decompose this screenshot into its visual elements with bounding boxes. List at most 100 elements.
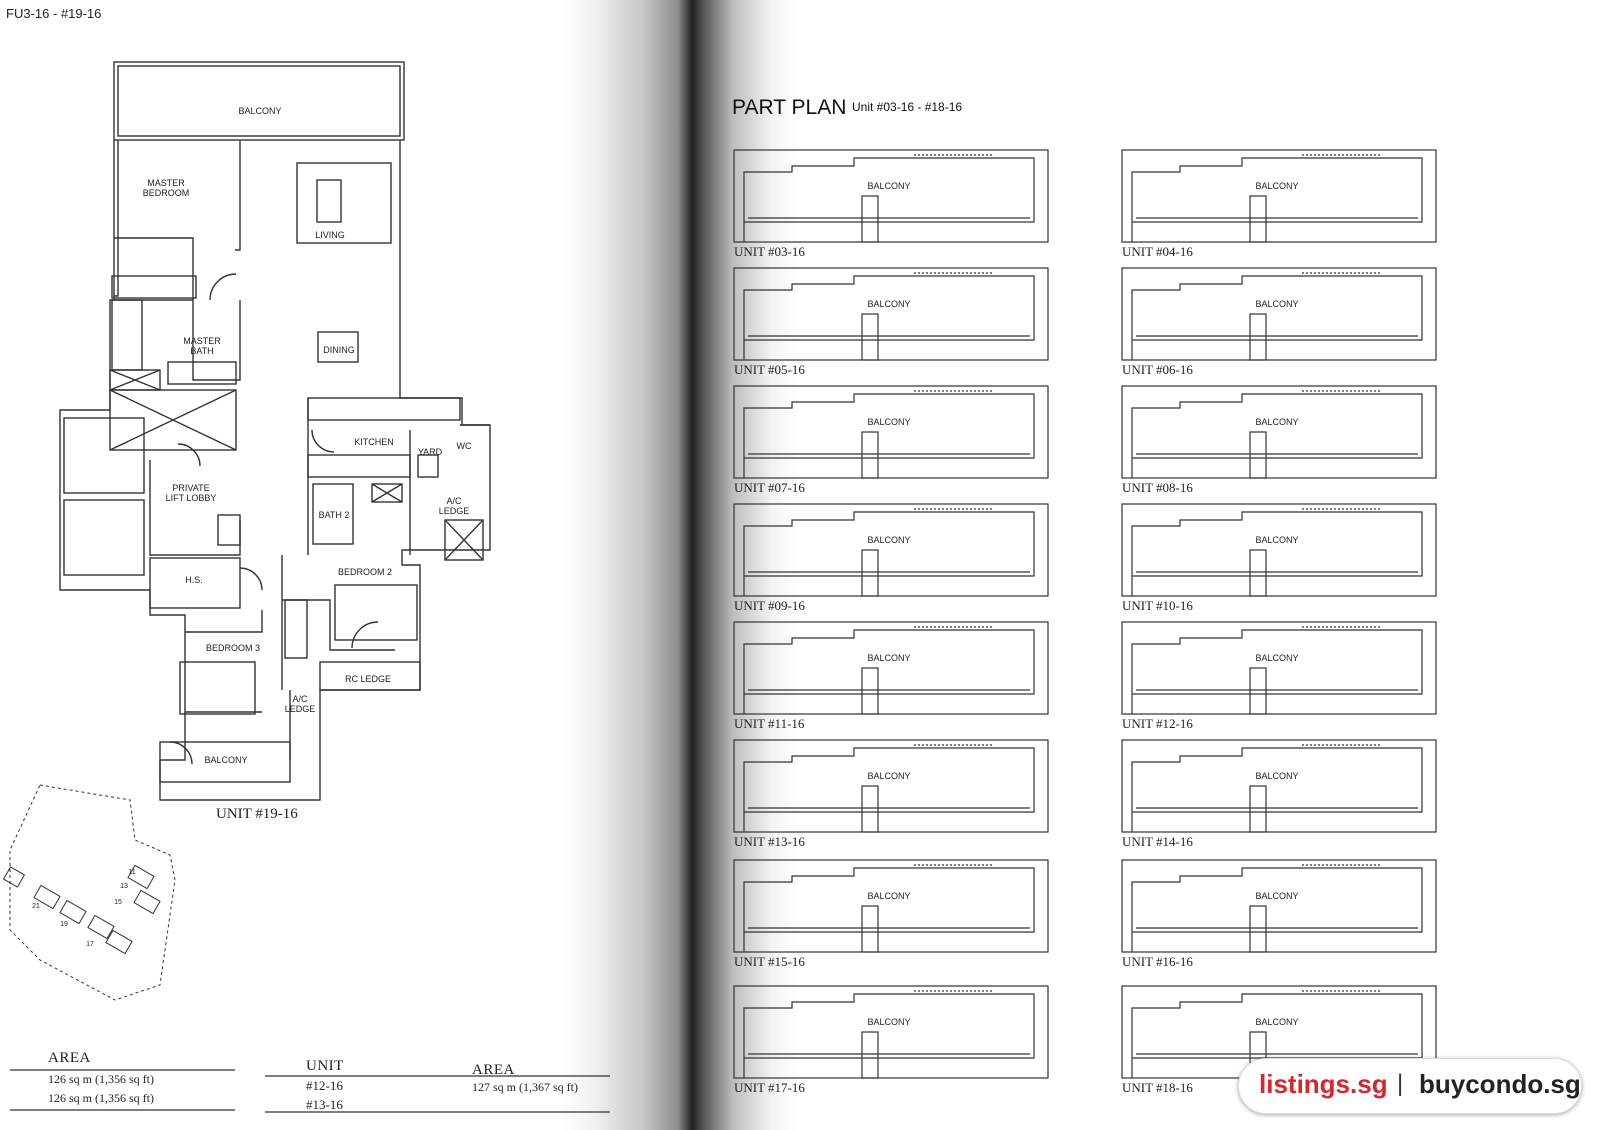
part-plan-line (1249, 431, 1267, 479)
floorplan-caption: UNIT #19-16 (216, 806, 298, 822)
area-table-right-unit: #13-16 (306, 1097, 343, 1111)
area-table-left-header: AREA (48, 1050, 91, 1066)
part-plan-subtitle: Unit #03-16 - #18-16 (852, 100, 963, 114)
keyplan-number: 19 (60, 921, 68, 928)
part-plan-balcony-label: BALCONY (867, 771, 911, 781)
room-label-master-bedroom: MASTER BEDROOM (142, 178, 190, 198)
part-plan-balcony-label: BALCONY (1255, 1017, 1299, 1027)
part-plan-balcony-label: BALCONY (1255, 299, 1299, 309)
part-plan-line (733, 267, 1049, 361)
part-plan-line (743, 157, 1035, 242)
part-plan-balcony-label: BALCONY (1255, 535, 1299, 545)
part-plan-line (743, 629, 1035, 714)
room-label-wc: WC (456, 441, 472, 451)
part-plan-balcony-label: BALCONY (867, 417, 911, 427)
room-label-ac-ledge-left: A/C LEDGE (284, 694, 316, 714)
unit-19-16-outline (59, 61, 491, 801)
part-plan-unit-caption: UNIT #13-16 (734, 834, 805, 849)
watermark-brand-listings: listings.sg (1259, 1069, 1388, 1099)
part-plan-line (1131, 157, 1423, 242)
part-plan-line (861, 667, 879, 715)
book-gutter-shadow (560, 0, 800, 1130)
part-plan-line (861, 549, 879, 597)
part-plan-line (733, 149, 1049, 243)
room-label-living: LIVING (315, 230, 345, 240)
room-label-hs: H.S. (185, 575, 203, 585)
part-plan-unit-caption: UNIT #06-16 (1122, 362, 1193, 377)
area-table-right-area: 127 sq m (1,367 sq ft) (472, 1080, 578, 1094)
room-label-balcony-top: BALCONY (238, 106, 282, 116)
part-plan-unit-caption: UNIT #14-16 (1122, 834, 1193, 849)
part-plan-balcony-label: BALCONY (1255, 181, 1299, 191)
part-plan-line (1121, 621, 1437, 715)
part-plan-unit-caption: UNIT #03-16 (734, 244, 805, 259)
keyplan-number: 17 (86, 941, 94, 948)
room-label-yard: YARD (417, 447, 443, 457)
part-plan-line (1249, 667, 1267, 715)
header-partial-text: FU3-16 - #19-16 (6, 6, 102, 21)
part-plan-balcony-label: BALCONY (867, 535, 911, 545)
part-plan-line (1131, 275, 1423, 360)
area-table-right-unit: #12-16 (306, 1078, 343, 1093)
part-plan-balcony-label: BALCONY (1255, 653, 1299, 663)
part-plan-unit-caption: UNIT #12-16 (1122, 716, 1193, 731)
room-label-dining: DINING (323, 345, 355, 355)
part-plan-line (861, 431, 879, 479)
part-plan-unit-caption: UNIT #08-16 (1122, 480, 1193, 495)
part-plan-balcony-label: BALCONY (1255, 417, 1299, 427)
area-table-right-header-area: AREA (472, 1062, 515, 1078)
part-plan-line (1121, 149, 1437, 243)
room-label-ac-ledge-right: A/C LEDGE (438, 496, 470, 516)
room-label-bedroom-2: BEDROOM 2 (337, 567, 392, 577)
part-plan-line (1121, 859, 1437, 953)
part-plan-unit-caption: UNIT #11-16 (734, 716, 805, 731)
part-plan-unit-caption: UNIT #16-16 (1122, 954, 1193, 969)
part-plan-line (1249, 785, 1267, 833)
part-plan-balcony-label: BALCONY (867, 1017, 911, 1027)
part-plan-line (1249, 195, 1267, 243)
room-label-rc-ledge: RC LEDGE (344, 674, 391, 684)
part-plan-balcony-label: BALCONY (867, 299, 911, 309)
part-plan-line (861, 785, 879, 833)
part-plan-unit-caption: UNIT #04-16 (1122, 244, 1193, 259)
part-plan-boxes (733, 149, 1437, 1079)
part-plan-line (861, 195, 879, 243)
part-plan-balcony-label: BALCONY (867, 891, 911, 901)
area-table-left-row: 126 sq m (1,356 sq ft) (48, 1072, 154, 1086)
part-plan-line (1131, 511, 1423, 596)
part-plan-line (733, 503, 1049, 597)
part-plan-line (733, 859, 1049, 953)
part-plan-line (1121, 503, 1437, 597)
part-plan-unit-caption: UNIT #05-16 (734, 362, 805, 377)
part-plan-balcony-label: BALCONY (867, 181, 911, 191)
part-plan-line (733, 985, 1049, 1079)
part-plan-balcony-label: BALCONY (1255, 771, 1299, 781)
part-plan-line (743, 747, 1035, 832)
part-plan-line (743, 993, 1035, 1078)
part-plan-line (1131, 747, 1423, 832)
part-plan-line (861, 1031, 879, 1079)
part-plan-line (743, 275, 1035, 360)
part-plan-line (1131, 993, 1423, 1078)
part-plan-line (1249, 905, 1267, 953)
keyplan-number: 21 (32, 903, 40, 910)
keyplan-number: 11 (128, 869, 136, 876)
part-plan-line (743, 511, 1035, 596)
area-table-rules (10, 1069, 610, 1113)
room-label-bath-2: BATH 2 (318, 510, 350, 520)
part-plan-line (733, 739, 1049, 833)
part-plan-line (1131, 629, 1423, 714)
area-table-left-row: 126 sq m (1,356 sq ft) (48, 1091, 154, 1105)
room-label-kitchen: KITCHEN (354, 437, 394, 447)
part-plan-balcony-label: BALCONY (867, 653, 911, 663)
room-label-bedroom-3: BEDROOM 3 (205, 643, 260, 653)
area-table-right-header-unit: UNIT (306, 1058, 344, 1074)
room-label-balcony-bottom: BALCONY (204, 755, 248, 765)
keyplan-number: 15 (114, 899, 122, 906)
part-plan-line (1131, 393, 1423, 478)
room-label-private-lift-lobby: PRIVATE LIFT LOBBY (165, 483, 217, 503)
watermark-separator: | (1397, 1070, 1404, 1097)
part-plan-line (861, 313, 879, 361)
part-plan-line (733, 385, 1049, 479)
